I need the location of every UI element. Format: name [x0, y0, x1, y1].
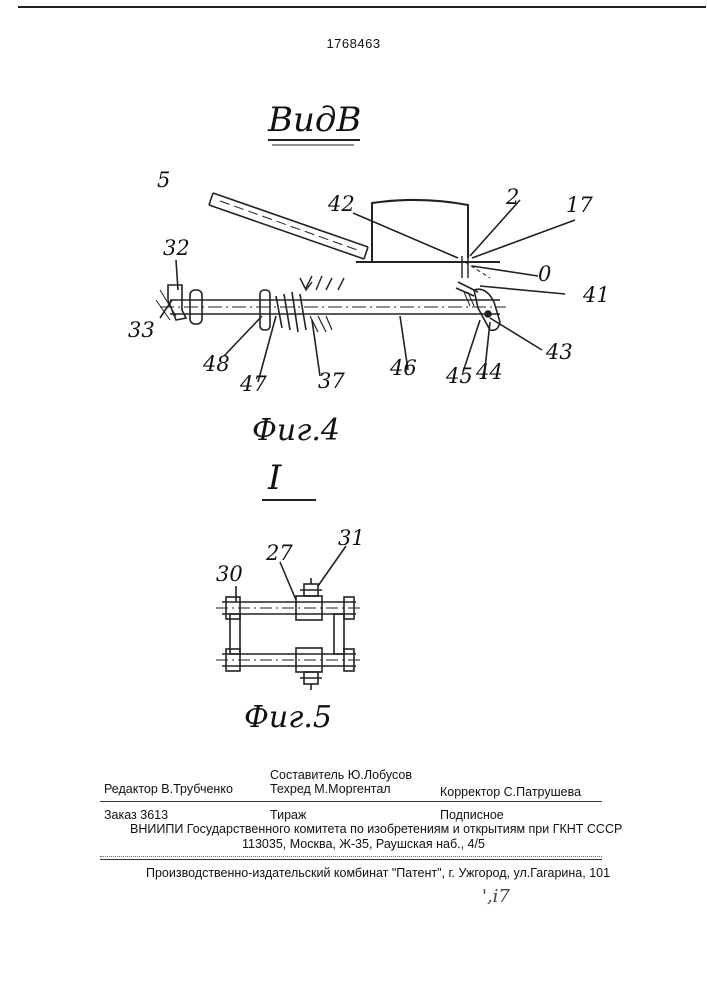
colophon-rule-top: [100, 801, 602, 802]
colophon-rule-bottom: [100, 859, 602, 860]
order-line: Заказ 3613: [104, 808, 168, 822]
corrector-line: Корректор С.Патрушева: [440, 785, 581, 799]
address-line: 113035, Москва, Ж-35, Раушская наб., 4/5: [242, 837, 485, 851]
subscription-line: Подписное: [440, 808, 504, 822]
label-30: 30: [216, 562, 243, 586]
vniipi-line: ВНИИПИ Государственного комитета по изоб…: [130, 822, 622, 836]
colophon-rule-dotted: [100, 856, 602, 857]
publisher-line: Производственно-издательский комбинат "П…: [146, 866, 610, 880]
label-31: 31: [338, 526, 365, 550]
figure-5-caption: Фиг.5: [244, 700, 332, 735]
circulation-line: Тираж: [270, 808, 306, 822]
editor-line: Редактор В.Трубченко: [104, 782, 233, 796]
compiler-line: Составитель Ю.Лобусов: [270, 768, 412, 782]
techred-line: Техред М.Моргентал: [270, 782, 391, 796]
handwritten-mark: ',i7: [482, 886, 510, 907]
label-27: 27: [266, 541, 293, 565]
